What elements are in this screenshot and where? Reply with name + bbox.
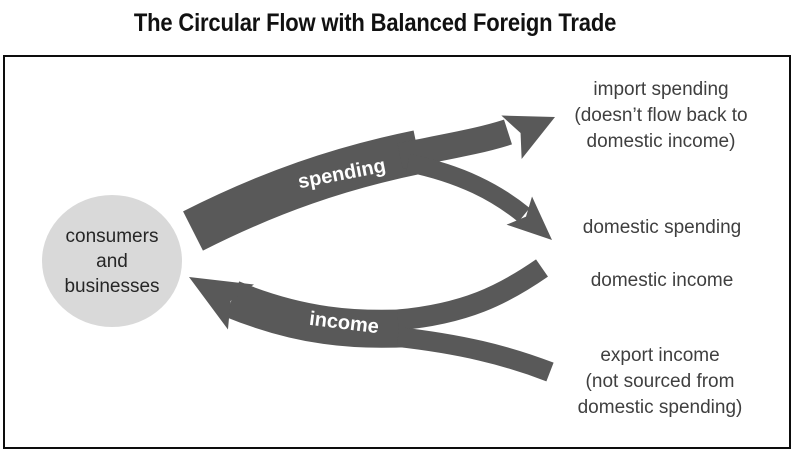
income-arrowhead-icon — [189, 277, 254, 330]
diagram-title: The Circular Flow with Balanced Foreign … — [133, 9, 617, 37]
income-main-band — [224, 281, 412, 348]
spending-branch-to-domestic — [406, 154, 530, 223]
import-spending-label: import spending (doesn’t flow back to do… — [574, 79, 748, 152]
income-branch-from-export — [396, 327, 554, 382]
spending-main-band — [183, 130, 423, 251]
import-spending-arrowhead-icon — [501, 115, 555, 160]
spending-band-to-import — [397, 119, 512, 169]
consumers-businesses-label: consumers and businesses — [64, 225, 160, 297]
consumers-businesses-node: consumers and businesses — [42, 195, 182, 327]
export-income-label: export income (not sourced from domestic… — [577, 345, 743, 418]
domestic-income-label: domestic income — [590, 270, 734, 291]
domestic-spending-label: domestic spending — [582, 217, 742, 238]
diagram-title-wrap: The Circular Flow with Balanced Foreign … — [0, 9, 750, 38]
domestic-spending-arrowhead-icon — [506, 196, 552, 240]
income-branch-from-domestic — [397, 259, 548, 331]
